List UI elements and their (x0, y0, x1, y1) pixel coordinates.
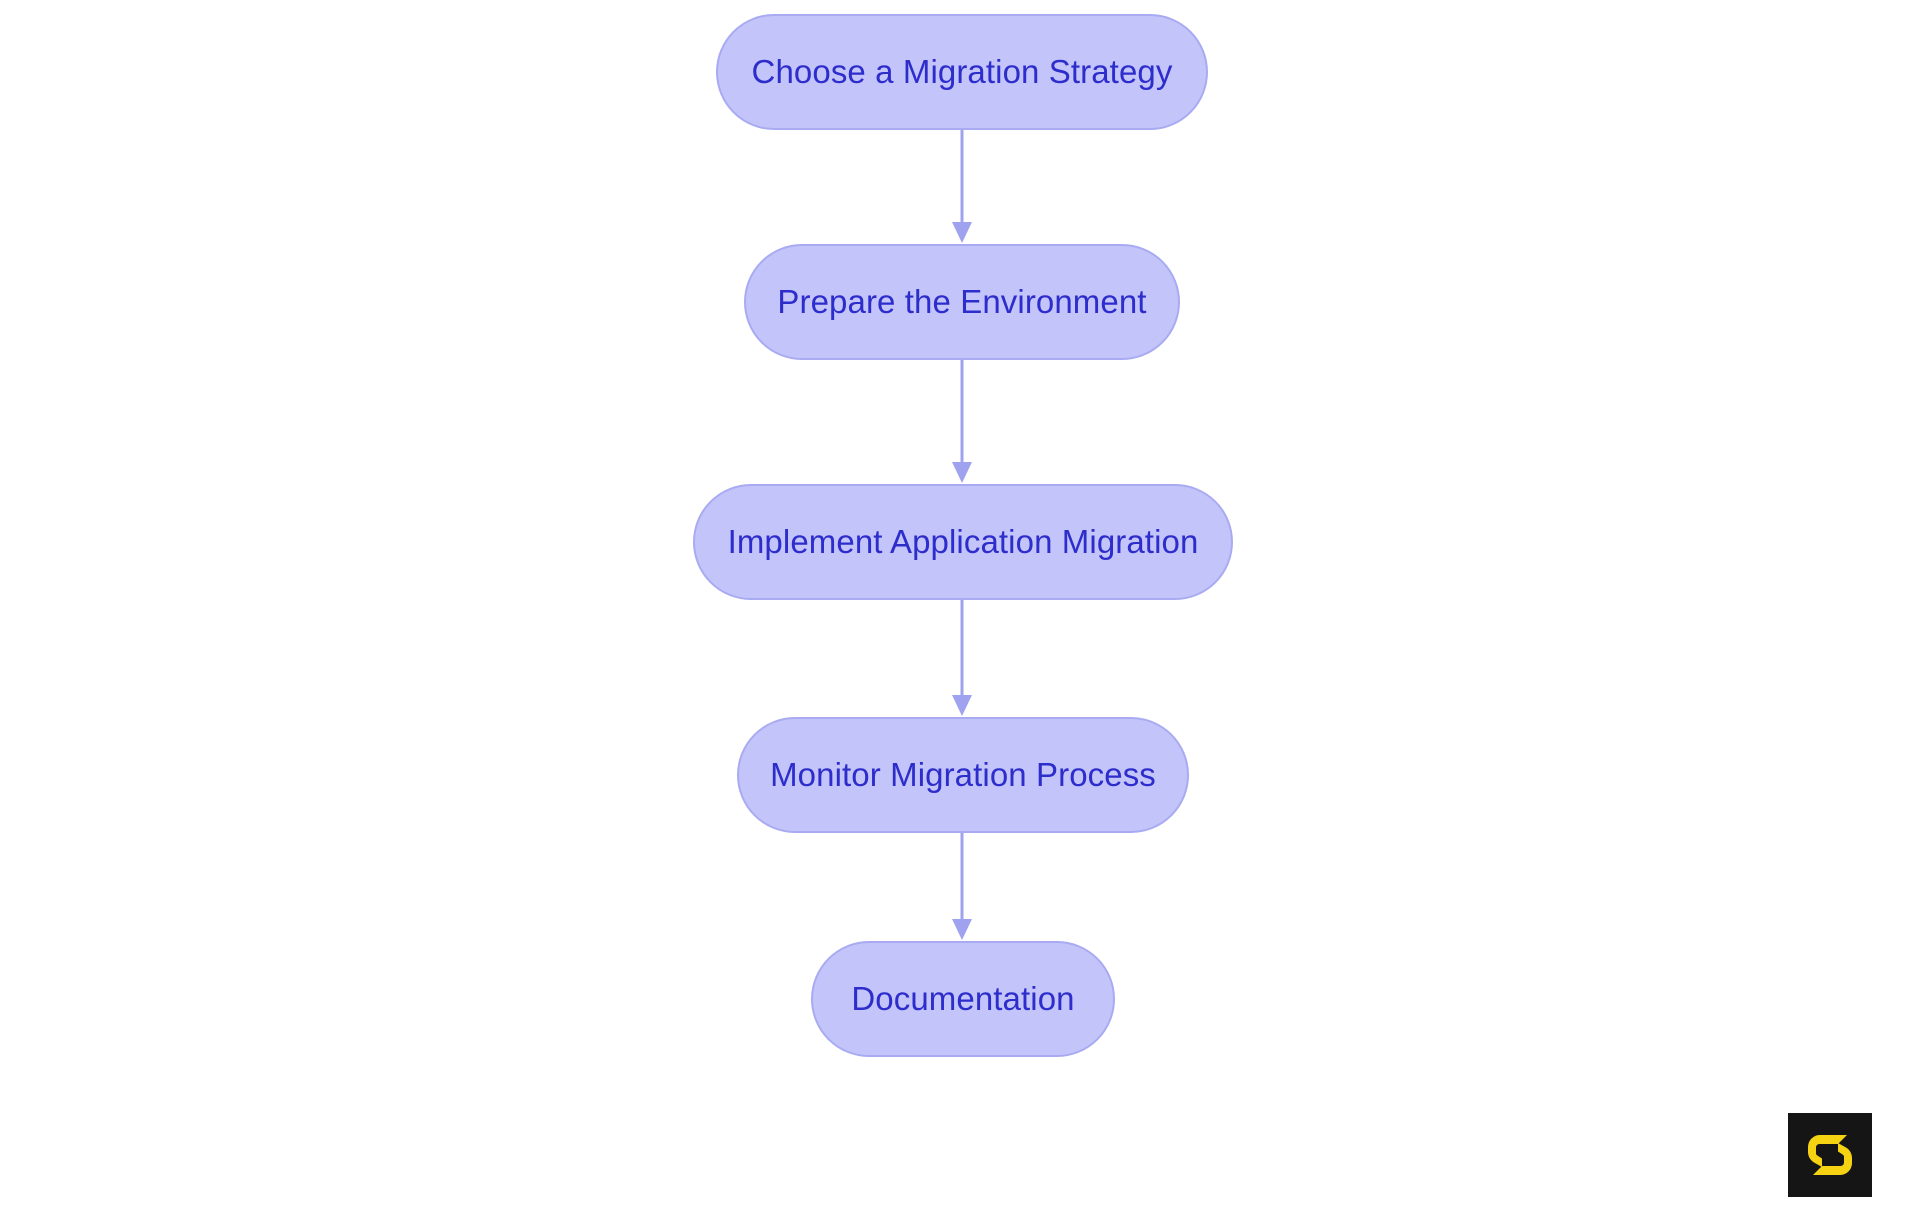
flow-node-label: Prepare the Environment (777, 282, 1147, 320)
flow-node-label: Documentation (851, 979, 1075, 1017)
flow-node-label: Choose a Migration Strategy (751, 52, 1173, 90)
flow-node-label: Implement Application Migration (727, 522, 1199, 560)
flow-node-documentation[interactable]: Documentation (811, 941, 1115, 1057)
flow-node-implement-application-migration[interactable]: Implement Application Migration (693, 484, 1233, 600)
flow-node-prepare-the-environment[interactable]: Prepare the Environment (744, 244, 1180, 360)
edge-n1-n2 (952, 130, 972, 243)
brand-logo-badge (1788, 1113, 1872, 1197)
edge-n3-n4 (952, 600, 972, 716)
edge-n4-n5 (952, 833, 972, 940)
flow-node-label: Monitor Migration Process (770, 755, 1156, 793)
letter-s-logo-icon (1808, 1135, 1852, 1175)
flow-node-monitor-migration-process[interactable]: Monitor Migration Process (737, 717, 1189, 833)
edge-n2-n3 (952, 360, 972, 483)
flow-node-choose-a-migration-strategy[interactable]: Choose a Migration Strategy (716, 14, 1208, 130)
